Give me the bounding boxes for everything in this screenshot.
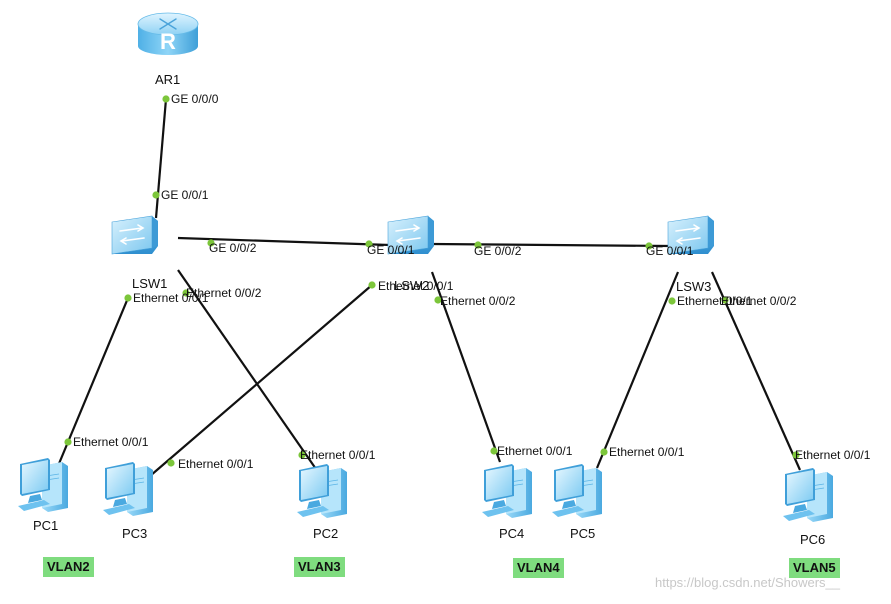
vlan-badge-vlan3: VLAN3 xyxy=(294,557,345,577)
port-label-pc2-eth: Ethernet 0/0/1 xyxy=(300,448,376,462)
port-labels: GE 0/0/0 GE 0/0/1 GE 0/0/2 GE 0/0/1 GE 0… xyxy=(73,92,871,471)
port-label-lsw1-ge002: GE 0/0/2 xyxy=(209,241,257,255)
link-lsw2-lsw3 xyxy=(431,242,671,248)
port-label-pc6-eth: Ethernet 0/0/1 xyxy=(795,448,871,462)
switch-lsw1-label: LSW1 xyxy=(132,276,167,291)
router-ar1-label: AR1 xyxy=(155,72,180,87)
port-label-lsw1-ge001: GE 0/0/1 xyxy=(161,188,209,202)
vlan-badge-vlan2: VLAN2 xyxy=(43,557,94,577)
pc-icon xyxy=(17,457,69,513)
pc-pc6-label: PC6 xyxy=(800,532,825,547)
switch-lsw1[interactable] xyxy=(111,215,159,255)
port-label-lsw3-eth002: Ethernet 0/0/2 xyxy=(721,294,797,308)
link-lsw3-pc6 xyxy=(710,271,802,471)
watermark: https://blog.csdn.net/Showers__ xyxy=(655,575,841,590)
port-label-lsw3-eth001: Ethernet 0/0/1 xyxy=(677,294,753,308)
links xyxy=(56,98,802,483)
pc-icon xyxy=(551,463,603,519)
port-label-lsw2-eth001: Ethernet 0/0/1 xyxy=(378,279,454,293)
link-lsw2-pc3 xyxy=(149,284,373,477)
router-ar1[interactable]: R xyxy=(137,12,199,55)
vlan-badge-vlan5: VLAN5 xyxy=(789,558,840,578)
port-label-pc4-eth: Ethernet 0/0/1 xyxy=(497,444,573,458)
link-lsw1-pc2 xyxy=(177,269,326,483)
pc-pc1[interactable] xyxy=(17,457,69,513)
pc-pc3[interactable] xyxy=(102,461,154,517)
svg-text:R: R xyxy=(160,29,176,54)
port-label-ar1-ge000: GE 0/0/0 xyxy=(171,92,219,106)
port-label-lsw3-ge001: GE 0/0/1 xyxy=(646,244,694,258)
link-lsw3-pc5 xyxy=(595,271,680,469)
port-label-pc3-eth: Ethernet 0/0/1 xyxy=(178,457,254,471)
pc-pc2[interactable] xyxy=(296,463,348,519)
switch-icon xyxy=(111,215,159,255)
pc-pc1-label: PC1 xyxy=(33,518,58,533)
port-label-pc5-eth: Ethernet 0/0/1 xyxy=(609,445,685,459)
port-label-pc1-eth: Ethernet 0/0/1 xyxy=(73,435,149,449)
port-label-lsw2-eth002: Ethernet 0/0/2 xyxy=(440,294,516,308)
port-label-lsw2-ge001: GE 0/0/1 xyxy=(367,243,415,257)
vlan-badge-vlan4: VLAN4 xyxy=(513,558,564,578)
port-label-lsw1-eth002: Ethernet 0/0/2 xyxy=(186,286,262,300)
pc-icon xyxy=(782,467,834,523)
pc-pc2-label: PC2 xyxy=(313,526,338,541)
link-lsw1-lsw2 xyxy=(177,236,391,247)
switch-lsw3-label: LSW3 xyxy=(676,279,711,294)
switch-lsw2-label: LSW2 xyxy=(394,278,429,293)
pc-pc4-label: PC4 xyxy=(499,526,524,541)
pc-pc5-label: PC5 xyxy=(570,526,595,541)
link-lsw1-pc1 xyxy=(56,297,130,467)
pc-pc4[interactable] xyxy=(481,463,533,519)
link-lsw2-pc4 xyxy=(430,271,502,463)
port-label-lsw1-eth001: Ethernet 0/0/1 xyxy=(133,291,209,305)
router-icon: R xyxy=(137,12,199,55)
pc-icon xyxy=(102,461,154,517)
pc-pc6[interactable] xyxy=(782,467,834,523)
pc-icon xyxy=(296,463,348,519)
pc-pc3-label: PC3 xyxy=(122,526,147,541)
port-dots xyxy=(64,95,800,467)
pc-pc5[interactable] xyxy=(551,463,603,519)
port-label-lsw2-ge002: GE 0/0/2 xyxy=(474,244,522,258)
pc-icon xyxy=(481,463,533,519)
